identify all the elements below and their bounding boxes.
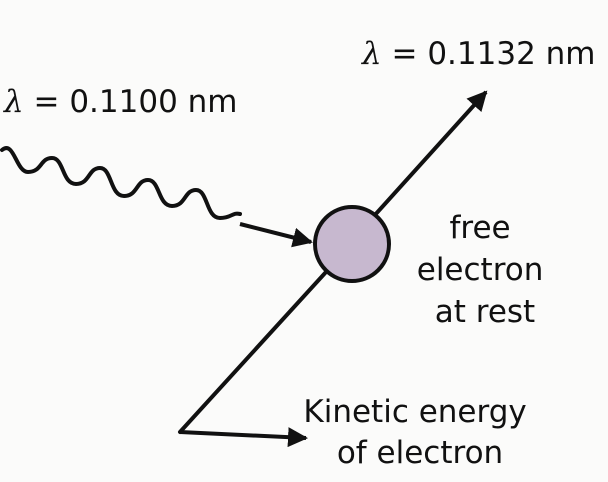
electron-label-line1: free [450,210,511,246]
scattered-wavelength-value: = 0.1132 nm [382,36,596,72]
recoil-electron-path [178,270,328,434]
scattered-lambda-symbol: λ [360,36,382,72]
incident-wavelength-label: λ = 0.1100 nm [2,84,238,120]
free-electron [313,205,391,283]
scattered-photon-arrow [372,90,488,218]
kinetic-energy-arrow [179,427,308,448]
kinetic-label-line1: Kinetic energy [303,394,526,430]
incident-photon-wave [0,146,242,221]
incident-photon-arrow [239,222,313,248]
electron-label: free electron at rest [417,210,554,330]
incident-lambda-symbol: λ [2,84,24,120]
scattered-wavelength-label: λ = 0.1132 nm [360,36,596,72]
kinetic-label-line2: of electron [337,435,503,471]
incident-wavelength-value: = 0.1100 nm [24,84,238,120]
kinetic-energy-label: Kinetic energy of electron [303,394,536,471]
electron-label-line3: at rest [435,294,535,330]
electron-label-line2: electron [417,252,544,288]
